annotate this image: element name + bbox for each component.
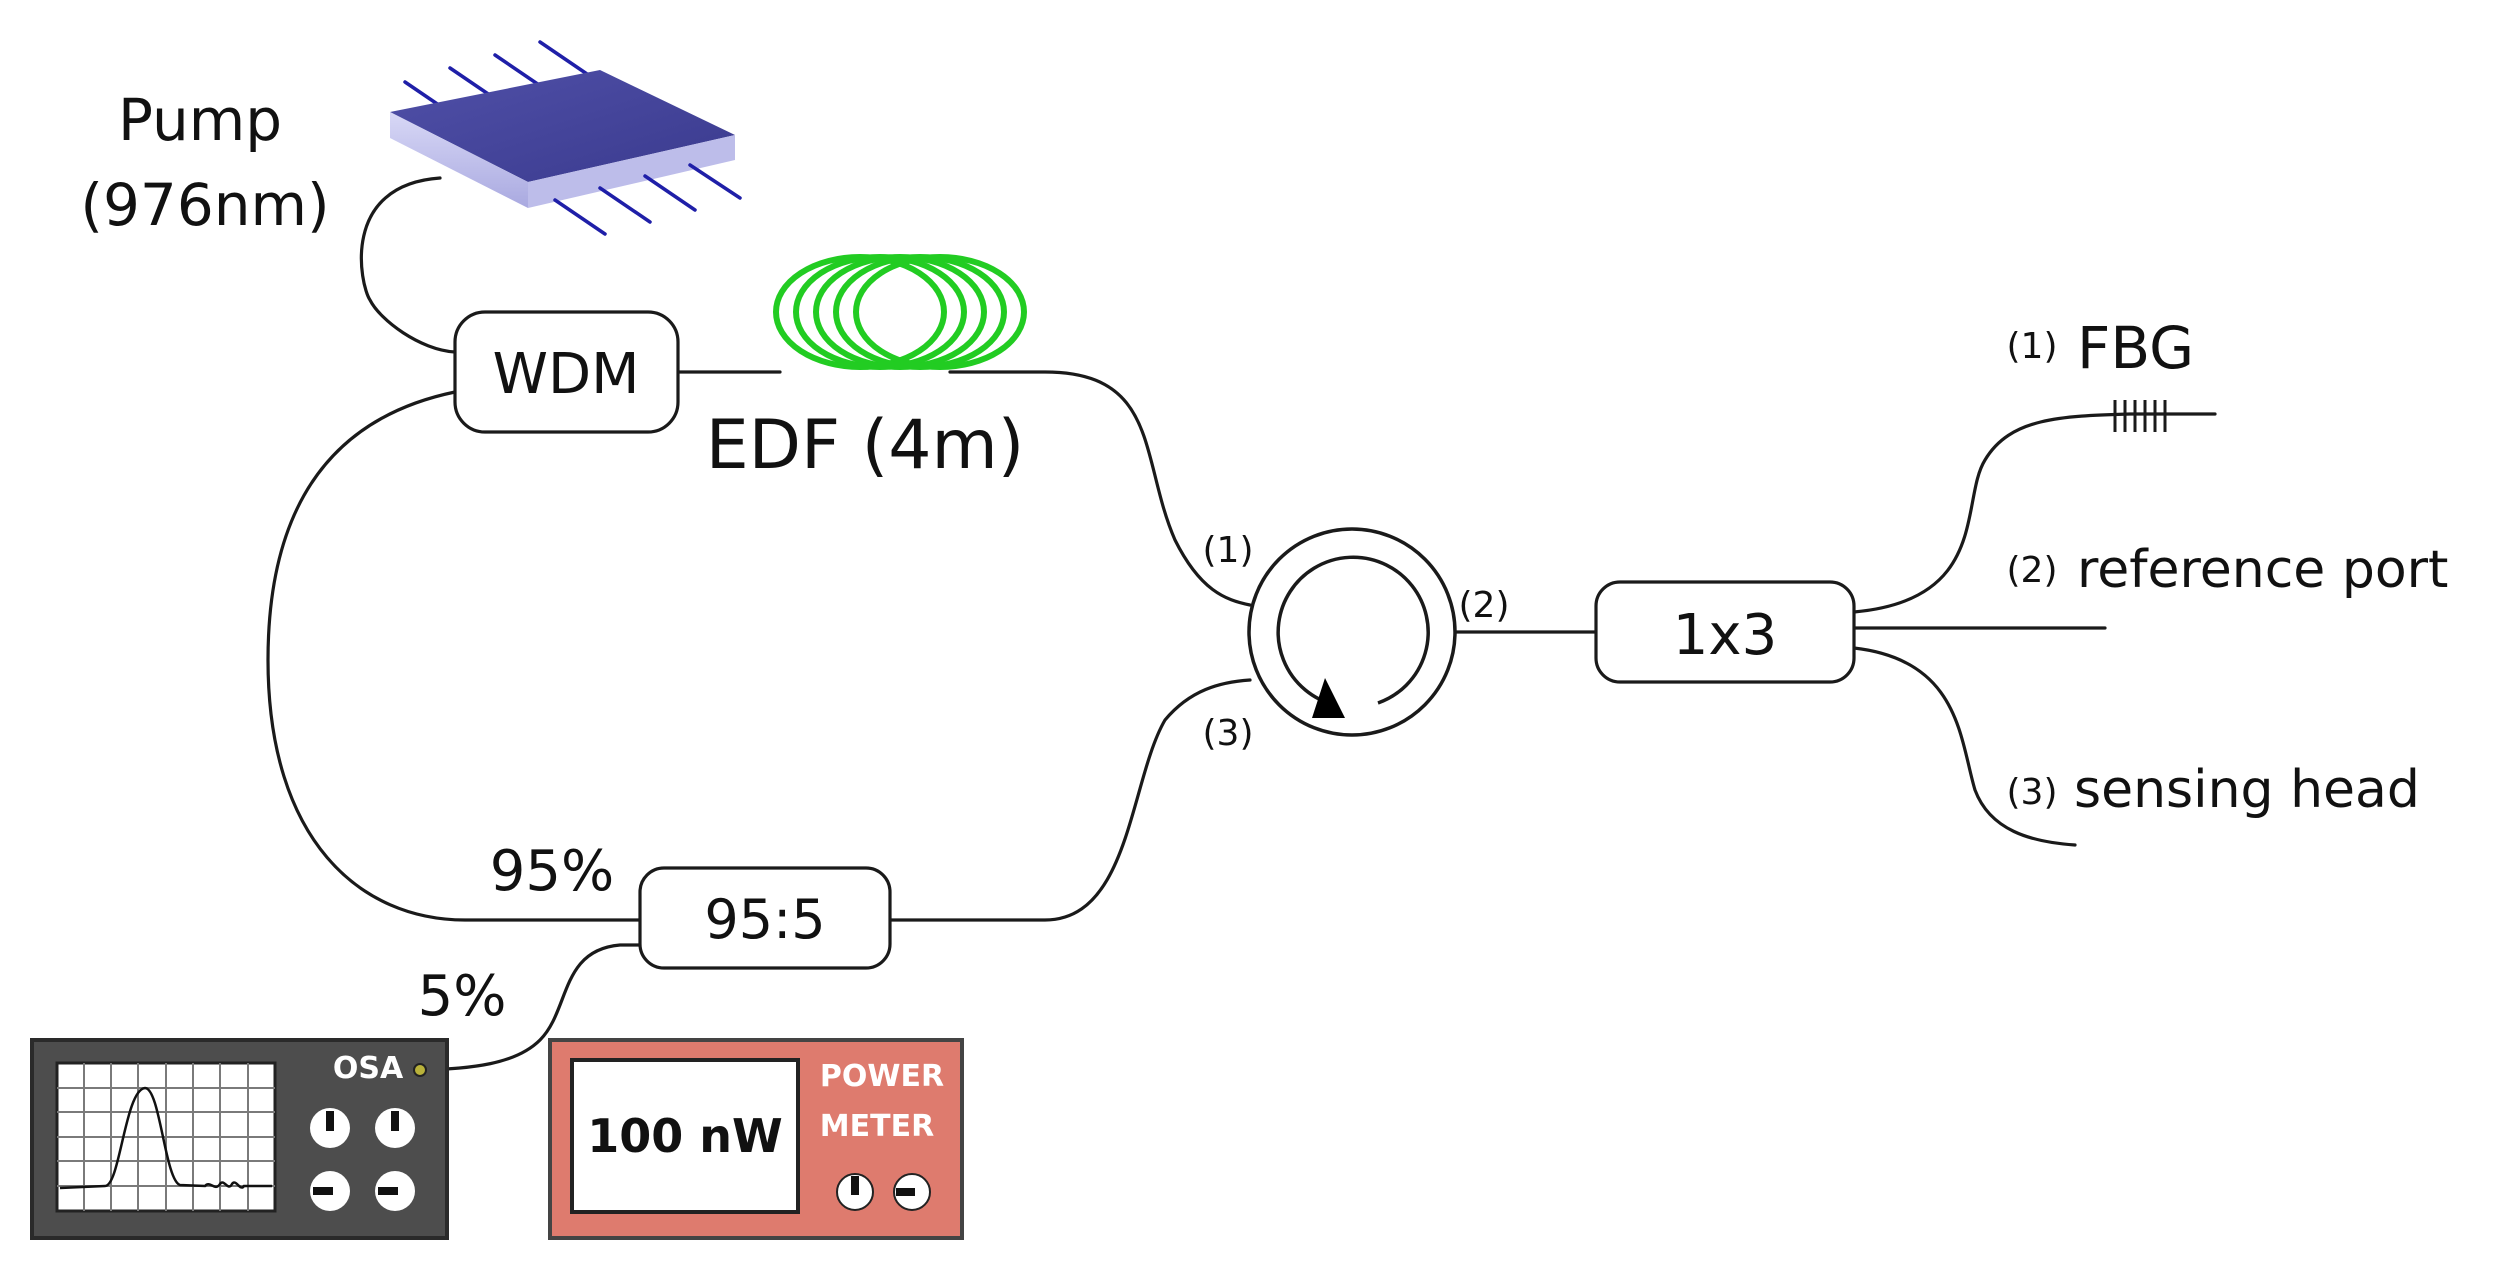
clockwise-arrow-icon xyxy=(1276,555,1430,707)
osa-instrument[interactable]: OSA xyxy=(30,1038,449,1240)
pump-laser-side-front xyxy=(390,112,528,208)
grating-icon xyxy=(2113,400,2167,432)
fbg-label: FBG xyxy=(2077,314,2194,382)
power-meter-label-line1: POWER xyxy=(820,1059,944,1094)
power-meter-display xyxy=(570,1058,800,1214)
edf-label: EDF (4m) xyxy=(706,406,1025,485)
osa-label: OSA xyxy=(333,1051,404,1086)
coupler-95-percent-label: 95% xyxy=(490,839,614,904)
pump-laser-side-right xyxy=(528,135,735,208)
power-meter-reading: 100 nW xyxy=(587,1109,783,1163)
circulator-arrowhead xyxy=(1312,678,1345,718)
reference-port-label: reference port xyxy=(2077,540,2448,600)
circulator-outer xyxy=(1247,527,1457,737)
circulator-port1-label: (1) xyxy=(1203,530,1254,571)
circulator-port2-label: (2) xyxy=(1459,585,1510,626)
fiber-pump-to-wdm xyxy=(359,176,457,354)
wdm-label: WDM xyxy=(493,342,640,407)
wdm-box[interactable] xyxy=(453,310,680,434)
osa-input-port[interactable] xyxy=(413,1063,427,1077)
output-port3-label: (3) xyxy=(2007,772,2058,813)
coupler-5-percent-label: 5% xyxy=(418,964,507,1029)
splitter-1x3-label: 1x3 xyxy=(1673,603,1777,668)
pump-pins-bottom xyxy=(553,163,742,236)
knob-icon[interactable] xyxy=(375,1108,415,1148)
power-meter-instrument[interactable]: 100 nW POWER METER xyxy=(548,1038,964,1240)
fiber-coupler-to-circulator xyxy=(888,678,1252,922)
fiber-coupler-to-osa xyxy=(426,943,642,1072)
pump-laser xyxy=(390,40,742,236)
fiber-splitter-to-sensing xyxy=(1852,646,2077,847)
output-port2-label: (2) xyxy=(2007,550,2058,591)
pump-wavelength-label: (976nm) xyxy=(80,171,329,239)
osa-spectrum-trace xyxy=(59,1086,272,1190)
fiber-wdm-to-coupler xyxy=(266,390,642,922)
pump-label: Pump xyxy=(118,86,282,154)
coupler-95-5-label: 95:5 xyxy=(704,888,825,951)
fiber-edf-to-circulator xyxy=(948,370,1252,607)
splitter-1x3-box[interactable] xyxy=(1594,580,1856,684)
pump-laser-top xyxy=(390,70,735,182)
fiber-splitter-to-fbg xyxy=(1852,412,2217,614)
knob-icon[interactable] xyxy=(310,1108,350,1148)
coupler-95-5-box[interactable] xyxy=(638,866,892,970)
knob-icon[interactable] xyxy=(893,1173,931,1211)
power-meter-label-line2: METER xyxy=(820,1109,934,1144)
circulator[interactable] xyxy=(1247,527,1457,737)
knob-icon[interactable] xyxy=(375,1171,415,1211)
sensing-head-label: sensing head xyxy=(2074,760,2420,820)
circulator-port3-label: (3) xyxy=(1203,713,1254,754)
output-port1-label: (1) xyxy=(2007,326,2058,367)
knob-icon[interactable] xyxy=(310,1171,350,1211)
knob-icon[interactable] xyxy=(836,1173,874,1211)
fibers xyxy=(266,176,2217,1072)
edf-coil xyxy=(773,254,1027,370)
